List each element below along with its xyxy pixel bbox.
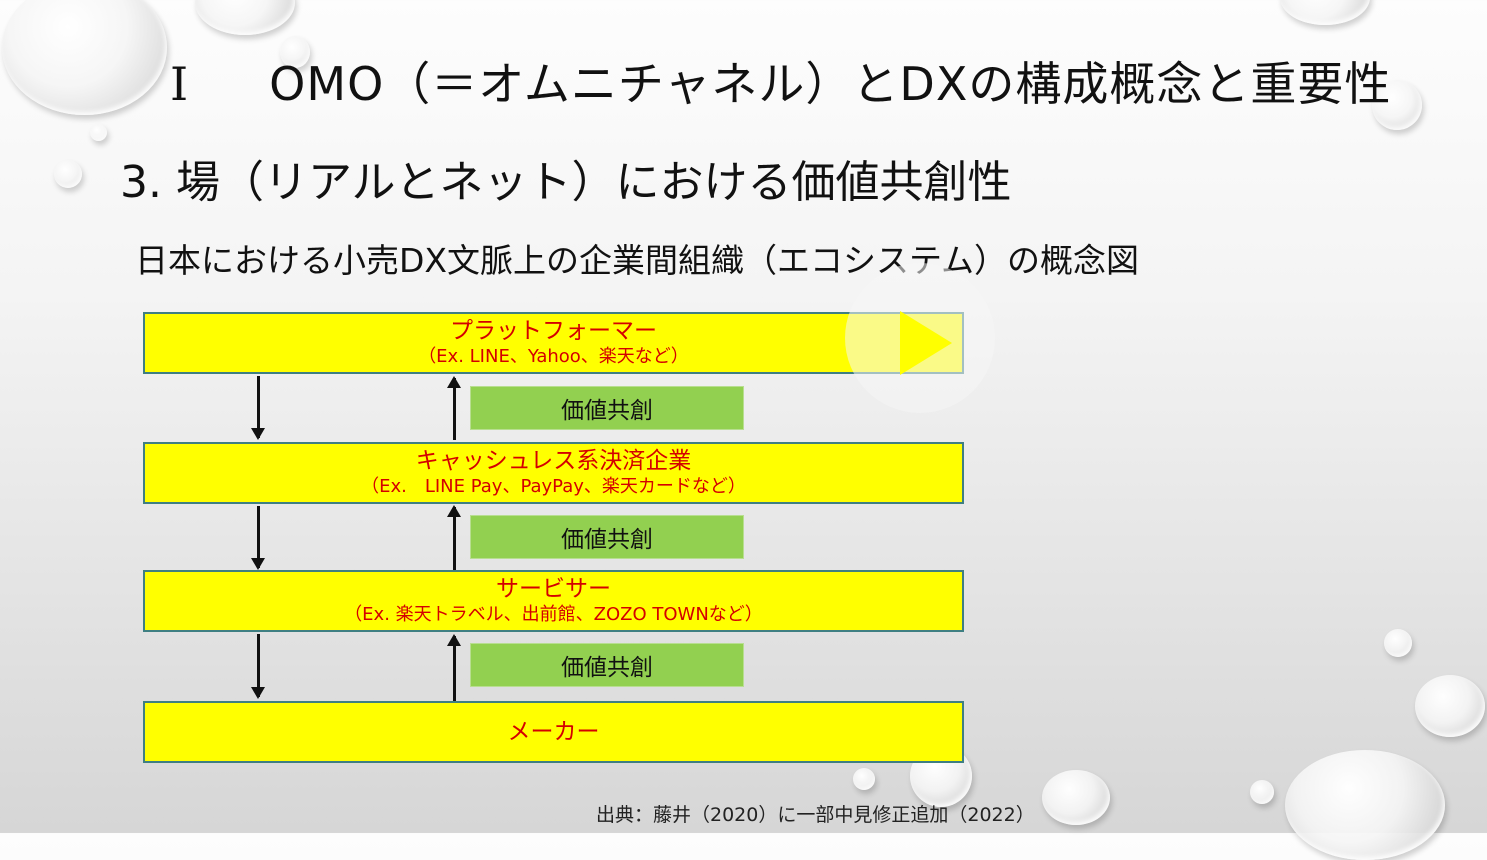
down-arrow-icon	[251, 376, 265, 440]
water-drop-decoration	[1285, 750, 1445, 860]
water-drop-decoration	[1250, 780, 1274, 804]
water-drop-decoration	[853, 768, 875, 790]
layer-cashless-payment: キャッシュレス系決済企業 （Ex. LINE Pay、PayPay、楽天カードな…	[143, 442, 964, 504]
water-drop-decoration	[54, 160, 82, 188]
water-drop-decoration	[280, 36, 310, 68]
up-arrow-icon	[447, 505, 461, 570]
water-drop-decoration	[195, 0, 295, 35]
value-cocreation-box: 価値共創	[470, 386, 744, 430]
layer-servicer: サービサー （Ex. 楽天トラベル、出前館、ZOZO TOWNなど）	[143, 570, 964, 632]
water-drop-decoration	[1280, 0, 1370, 25]
value-cocreation-box: 価値共創	[470, 643, 744, 687]
layer-name: メーカー	[507, 719, 600, 745]
play-icon[interactable]	[900, 311, 952, 375]
water-drop-decoration	[2, 0, 167, 115]
water-drop-decoration	[1042, 770, 1110, 825]
source-citation: 出典：藤井（2020）に一部中見修正追加（2022）	[596, 804, 1035, 826]
slide-subtitle: 3. 場（リアルとネット）における価値共創性	[120, 157, 1012, 208]
water-drop-decoration	[1415, 675, 1485, 737]
up-arrow-icon	[447, 376, 461, 440]
layer-example: （Ex. LINE Pay、PayPay、楽天カードなど）	[361, 476, 746, 497]
down-arrow-icon	[251, 634, 265, 699]
layer-example: （Ex. LINE、Yahoo、楽天など）	[418, 346, 689, 367]
value-cocreation-box: 価値共創	[470, 515, 744, 559]
slide-title: Ⅰ OMO（＝オムニチャネル）とDXの構成概念と重要性	[170, 48, 1391, 114]
title-text: OMO（＝オムニチャネル）とDXの構成概念と重要性	[269, 57, 1392, 111]
layer-example: （Ex. 楽天トラベル、出前館、ZOZO TOWNなど）	[344, 604, 763, 625]
down-arrow-icon	[251, 506, 265, 570]
water-drop-decoration	[1384, 629, 1412, 657]
water-drop-decoration	[90, 124, 107, 141]
layer-name: プラットフォーマー	[450, 318, 657, 344]
section-numeral: Ⅰ	[170, 57, 190, 111]
up-arrow-icon	[447, 634, 461, 701]
layer-name: キャッシュレス系決済企業	[415, 448, 692, 474]
layer-platformer: プラットフォーマー （Ex. LINE、Yahoo、楽天など）	[143, 312, 964, 374]
diagram-caption: 日本における小売DX文脈上の企業間組織（エコシステム）の概念図	[135, 241, 1140, 280]
layer-maker: メーカー	[143, 701, 964, 763]
water-drop-decoration	[1372, 80, 1422, 130]
layer-name: サービサー	[496, 576, 611, 602]
